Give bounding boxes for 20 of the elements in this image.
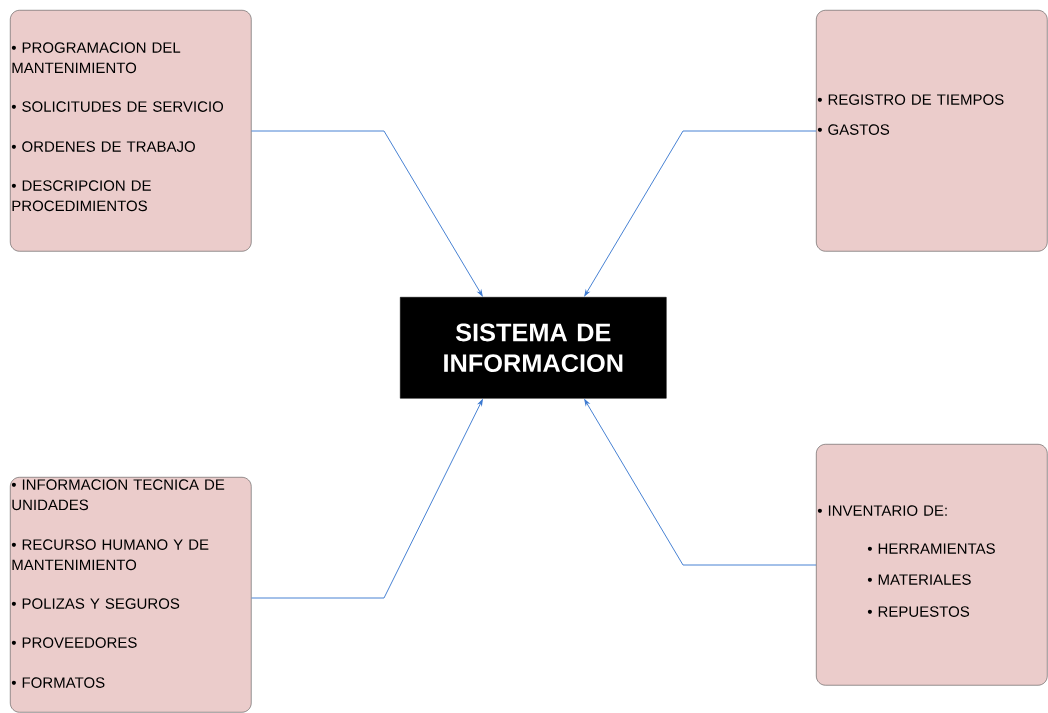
title-box: SISTEMA DE INFORMACION <box>400 297 667 399</box>
list-item: • FORMATOS <box>11 677 105 688</box>
list-item: • PROVEEDORES <box>11 637 137 648</box>
list-item: • PROGRAMACION DEL MANTENIMIENTO <box>11 42 181 74</box>
arrow <box>584 130 817 297</box>
list-item: • HERRAMIENTAS <box>867 543 995 554</box>
list-item: • ORDENES DE TRABAJO <box>11 141 195 152</box>
list-item: • MATERIALES <box>867 574 971 585</box>
list-item: • RECURSO HUMANO Y DE MANTENIMIENTO <box>11 539 209 571</box>
list-item: • POLIZAS Y SEGUROS <box>11 598 180 609</box>
list-item: • DESCRIPCION DE PROCEDIMIENTOS <box>11 180 151 212</box>
list-item: • GASTOS <box>817 124 890 135</box>
list-item: • INFORMACION TECNICA DE UNIDADES <box>11 479 225 511</box>
list-item: • SOLICITUDES DE SERVICIO <box>11 101 224 112</box>
list-item: • INVENTARIO DE: <box>817 505 947 516</box>
arrow <box>251 130 483 297</box>
arrow <box>584 399 817 566</box>
list-item: • REPUESTOS <box>867 606 970 617</box>
arrow <box>251 399 483 599</box>
list-item: • REGISTRO DE TIEMPOS <box>817 94 1004 105</box>
